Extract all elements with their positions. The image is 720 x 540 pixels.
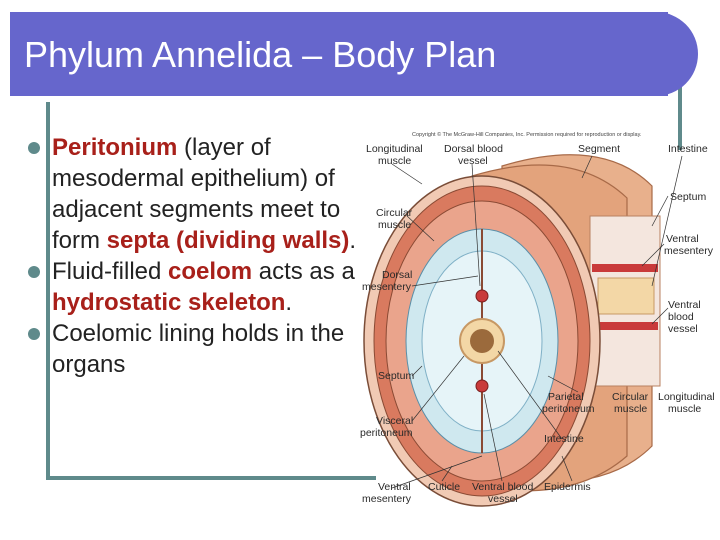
cross-section-face <box>363 175 601 507</box>
frame-line-left <box>46 100 50 480</box>
bullet-3: Coelomic lining holds in the organs <box>28 318 358 380</box>
frame-line-bottom <box>46 476 376 480</box>
bullet-2-text-a: Fluid-filled <box>52 258 169 285</box>
title-bar-round-end <box>638 12 698 96</box>
label-intestine-top: Intestine <box>668 143 708 155</box>
bullet-1-text-b: . <box>349 227 357 254</box>
label-segment: Segment <box>578 143 620 155</box>
label-septum-right: Septum <box>670 191 706 203</box>
bullet-2-text-c: . <box>285 289 293 316</box>
bullet-2-text-b: acts as a <box>252 258 355 285</box>
slide-title: Phylum Annelida – Body Plan <box>24 34 497 75</box>
bullet-dot <box>28 328 40 340</box>
bullet-3-text: Coelomic lining holds in the organs <box>52 320 345 378</box>
title-bar <box>10 12 698 96</box>
leader-lines <box>391 155 683 489</box>
label-septum-left: Septum <box>378 370 414 382</box>
frame-line-right <box>678 70 682 150</box>
term-hydrostatic-skeleton: hydrostatic skeleton <box>52 289 286 316</box>
label-intestine-bottom: Intestine <box>544 433 584 445</box>
copyright-notice: Copyright © The McGraw-Hill Companies, I… <box>412 131 642 138</box>
bullet-dot <box>28 266 40 278</box>
bullet-2: Fluid-filled coelom acts as a hydrostati… <box>28 256 358 318</box>
title-underline <box>10 96 638 102</box>
term-peritonium: Peritonium <box>52 134 178 161</box>
label-cuticle: Cuticle <box>428 481 460 493</box>
label-epidermis: Epidermis <box>544 481 591 493</box>
term-coelom: coelom <box>168 258 253 285</box>
bullet-1: Peritonium (layer of mesodermal epitheli… <box>28 132 358 256</box>
bullet-list: Peritonium (layer of mesodermal epitheli… <box>28 132 358 380</box>
bullet-1-text-a: (layer of mesodermal epithelium) of adja… <box>52 134 341 254</box>
term-septa: septa (dividing walls) <box>106 227 350 254</box>
bullet-dot <box>28 142 40 154</box>
annelid-cross-section-figure: Copyright © The McGraw-Hill Companies, I… <box>360 131 714 507</box>
